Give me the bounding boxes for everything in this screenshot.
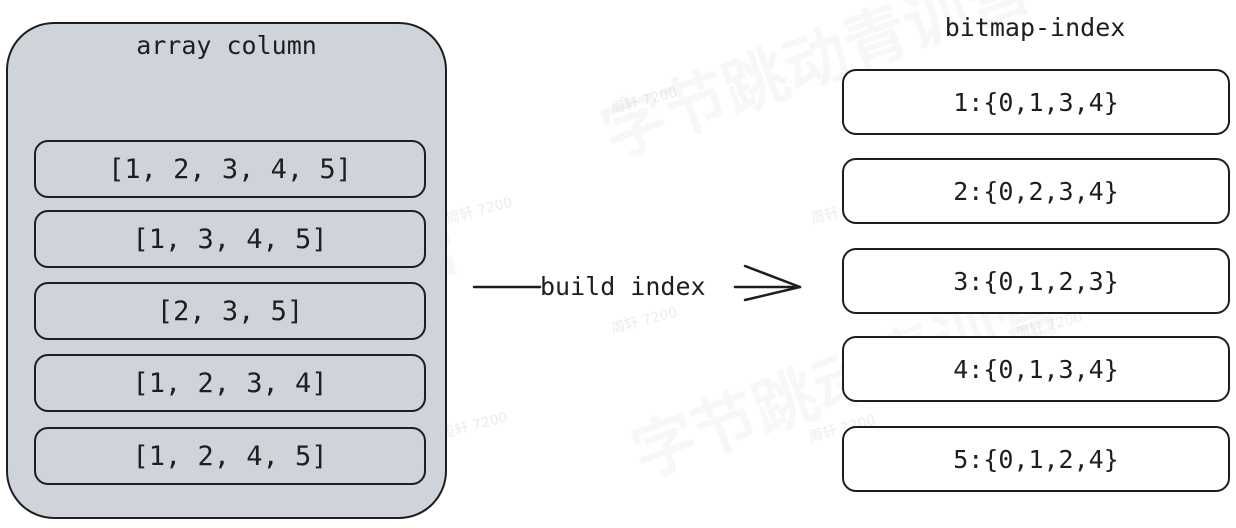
- bitmap-row: 3:{0,1,2,3}: [842, 248, 1230, 314]
- array-row: [1, 2, 3, 4, 5]: [34, 140, 426, 198]
- build-index-label: build index: [540, 272, 706, 301]
- bitmap-row: 5:{0,1,2,4}: [842, 426, 1230, 492]
- bitmap-row: 1:{0,1,3,4}: [842, 69, 1230, 135]
- array-row: [1, 3, 4, 5]: [34, 210, 426, 268]
- array-column-container: [6, 22, 447, 519]
- array-row: [1, 2, 3, 4]: [34, 354, 426, 412]
- array-row: [1, 2, 4, 5]: [34, 427, 426, 485]
- bitmap-row: 4:{0,1,3,4}: [842, 336, 1230, 402]
- arrow-head-icon: [743, 264, 802, 302]
- bitmap-row: 2:{0,2,3,4}: [842, 158, 1230, 224]
- array-row: [2, 3, 5]: [34, 282, 426, 340]
- array-column-title: array column: [136, 31, 317, 60]
- bitmap-index-title: bitmap-index: [944, 13, 1126, 42]
